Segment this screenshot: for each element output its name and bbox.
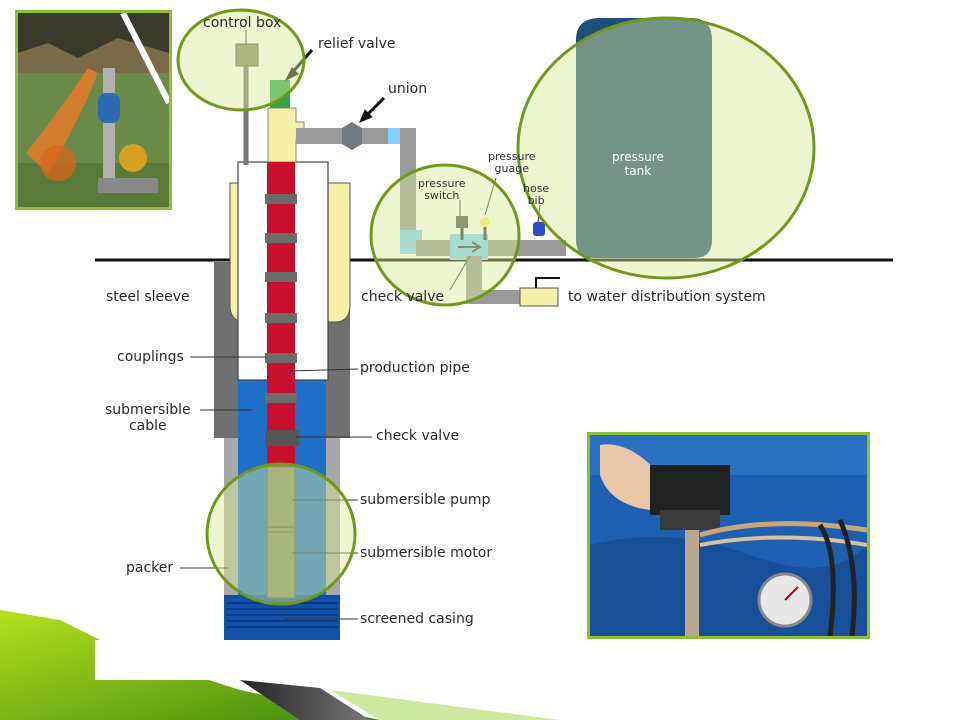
label-pressure-guage: pressure guage bbox=[488, 150, 536, 175]
surface-piping bbox=[296, 128, 566, 304]
photo-wellhead bbox=[15, 10, 172, 210]
label-submersible-motor: submersible motor bbox=[360, 545, 493, 561]
pressure-tank bbox=[576, 18, 712, 258]
hose-bib bbox=[533, 222, 545, 236]
label-union: union bbox=[388, 81, 428, 97]
label-relief-valve: relief valve bbox=[318, 36, 396, 52]
label-pressure-tank: pressure tank bbox=[612, 150, 664, 178]
label-check-valve-top: check valve bbox=[361, 289, 445, 305]
check-valve-downhole bbox=[265, 430, 299, 446]
callout-arrows bbox=[284, 49, 386, 123]
label-pressure-switch: pressure switch bbox=[418, 177, 466, 202]
control-box bbox=[235, 43, 259, 67]
label-submersible-cable: submersible cable bbox=[105, 402, 191, 434]
submersible-motor bbox=[266, 531, 296, 599]
label-check-valve: check valve bbox=[376, 428, 460, 444]
label-control-box: control box bbox=[203, 15, 282, 31]
pressure-switch bbox=[456, 216, 468, 228]
label-couplings: couplings bbox=[117, 349, 184, 365]
pressure-guage bbox=[480, 217, 490, 227]
label-to-water-distribution: to water distribution system bbox=[568, 289, 766, 305]
union bbox=[342, 122, 362, 150]
label-packer: packer bbox=[126, 560, 174, 576]
label-submersible-pump: submersible pump bbox=[360, 492, 491, 508]
label-hose-bib: hose bib bbox=[523, 182, 550, 207]
label-steel-sleeve: steel sleeve bbox=[106, 289, 190, 305]
distribution-box bbox=[519, 287, 559, 307]
couplings bbox=[265, 194, 297, 403]
photo-pressure-switch bbox=[587, 432, 870, 639]
label-production-pipe: production pipe bbox=[360, 360, 470, 376]
label-screened-casing: screened casing bbox=[360, 611, 474, 627]
footer-decoration bbox=[0, 610, 635, 720]
leader-lines bbox=[180, 30, 541, 620]
highlight-circles bbox=[176, 8, 816, 606]
